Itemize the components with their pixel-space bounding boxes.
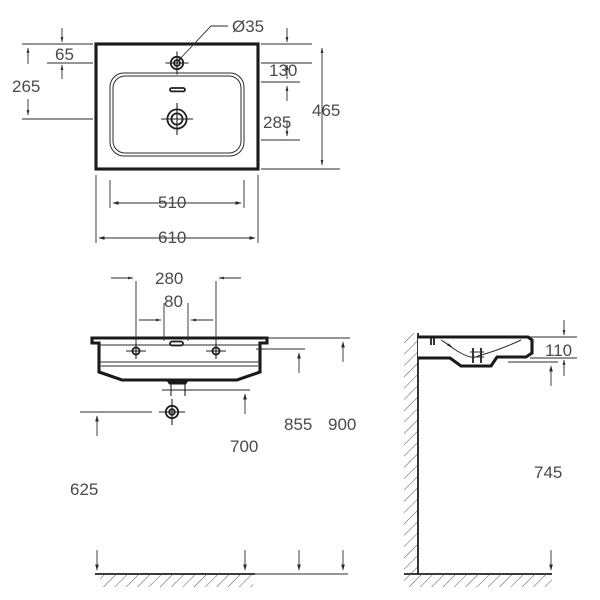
dim-dia-35-leader [177, 25, 228, 62]
dim-610-group [95, 175, 259, 243]
side-view-basin-section [418, 337, 532, 365]
side-view-floor-hatch [404, 574, 552, 587]
dim-110-label: 110 [545, 341, 572, 360]
dim-130-group [261, 28, 312, 79]
side-view-wall-hatch [404, 333, 417, 574]
dim-80-group [139, 303, 213, 341]
dim-280-group [111, 276, 241, 345]
top-view: Ø35 65 265 130 [12, 17, 340, 247]
dim-610-label: 610 [158, 228, 186, 247]
dim-130-label: 130 [269, 61, 297, 80]
dim-510-group [109, 180, 245, 208]
top-view-drain-hole [161, 103, 193, 135]
dim-625-group [80, 411, 152, 571]
dim-900-label: 900 [328, 415, 356, 434]
dim-465-label: 465 [312, 101, 340, 120]
dim-745-label: 745 [534, 463, 562, 482]
front-view-floor-hatch [100, 574, 253, 587]
dim-855-label: 855 [284, 415, 312, 434]
front-view-waste-notch [166, 379, 189, 385]
dim-80-label: 80 [164, 292, 183, 311]
dim-465-group [261, 47, 340, 170]
top-view-basin-bowl-inner [112, 75, 242, 154]
front-view-waste-outlet [159, 399, 185, 425]
side-view-bowl-curve-arrow [440, 339, 453, 348]
dim-625-label: 625 [70, 480, 98, 499]
dim-265-label: 265 [12, 77, 40, 96]
dim-855-group [256, 348, 305, 571]
dim-900-group [255, 337, 350, 575]
top-view-tap-hole [165, 51, 189, 75]
top-view-outer-body-outline [94, 42, 260, 171]
dim-65-label: 65 [55, 45, 74, 64]
front-view-body-profile [92, 338, 267, 380]
side-view-waste-stub [470, 348, 484, 363]
dim-285-label: 285 [263, 113, 291, 132]
dim-745-group [508, 361, 558, 571]
dim-265-group [22, 43, 93, 120]
front-view-overflow-slot [169, 340, 184, 347]
front-view-body-outline [90, 336, 269, 382]
front-view-left-tap-hole [126, 343, 146, 359]
dim-285-group [261, 81, 300, 141]
side-view-basin-outline [418, 335, 534, 368]
top-view-overflow-slot [169, 87, 186, 93]
front-view-trap-crosshair-right [176, 384, 194, 396]
dim-510-label: 510 [158, 193, 186, 212]
dim-dia-35-label: Ø35 [232, 17, 264, 36]
dim-110-group [530, 320, 577, 376]
front-view-right-tap-hole [206, 343, 226, 359]
dim-700-label: 700 [230, 437, 258, 456]
dim-700-group [192, 389, 250, 571]
front-view: 280 80 625 700 [70, 269, 356, 587]
side-view-bowl-curve [442, 339, 522, 358]
side-view: 110 745 [404, 320, 577, 587]
dim-280-label: 280 [155, 269, 183, 288]
